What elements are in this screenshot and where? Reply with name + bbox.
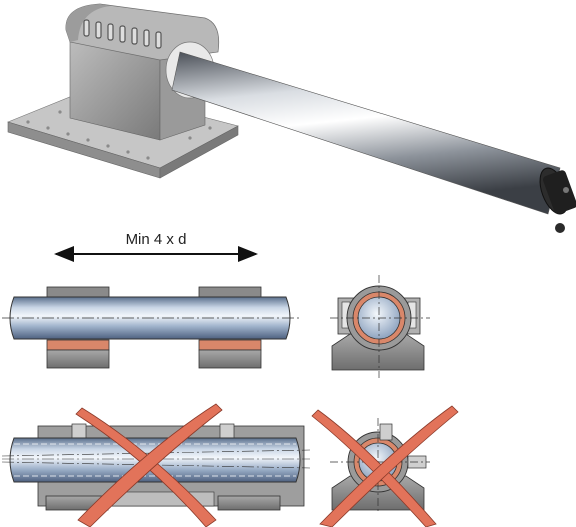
incorrect-cross-mark-end [311, 405, 459, 527]
linear-shaft-3d [171, 51, 576, 233]
incorrect-end-view [311, 405, 459, 527]
dimension-label: Min 4 x d [126, 231, 187, 248]
product-illustration [7, 3, 576, 233]
correct-end-view [330, 275, 430, 378]
correct-side-view [2, 286, 300, 369]
incorrect-side-view [1, 403, 311, 527]
dimension-indicator: Min 4 x d [54, 231, 258, 262]
incorrect-cross-mark [75, 403, 223, 527]
